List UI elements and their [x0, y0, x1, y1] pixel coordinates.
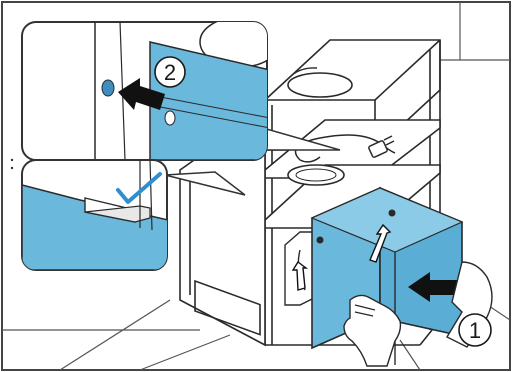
detail-callout-bottom — [22, 160, 168, 270]
step-2-label: 2 — [164, 60, 176, 85]
detail-callout-top: 2 — [22, 17, 280, 160]
top-hole — [288, 73, 352, 97]
step-1-label: 1 — [469, 318, 481, 343]
